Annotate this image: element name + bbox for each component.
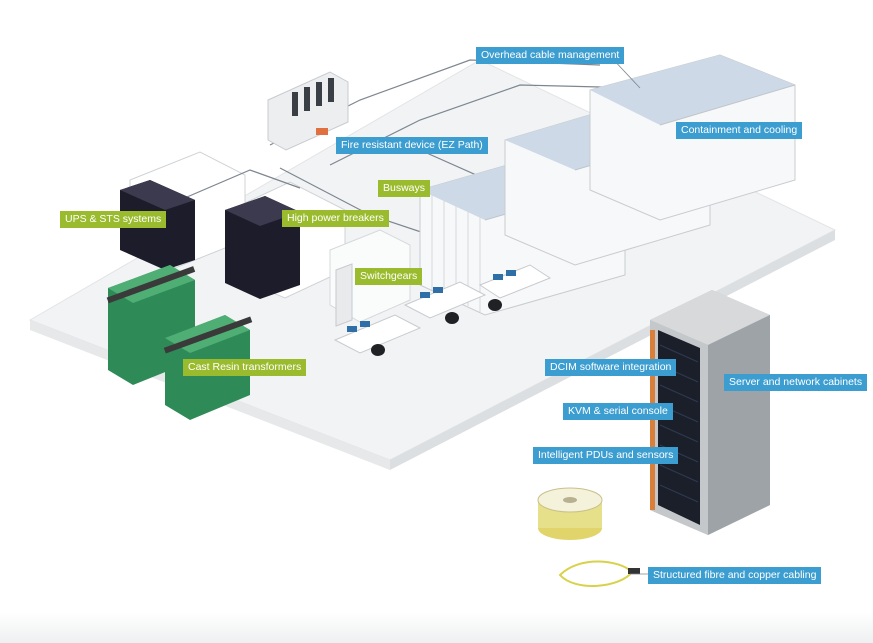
label-fire-resistant: Fire resistant device (EZ Path) [336, 137, 488, 154]
footer-band [0, 612, 873, 643]
office-chairs [371, 299, 502, 356]
label-overhead-cable: Overhead cable management [476, 47, 625, 64]
label-containment: Containment and cooling [676, 122, 803, 139]
label-high-power: High power breakers [282, 210, 389, 227]
floor-front-edge-right [390, 230, 835, 470]
label-ups-sts: UPS & STS systems [60, 211, 167, 228]
switchgear-panel [335, 263, 353, 327]
monitors [347, 270, 516, 332]
patch-cable [558, 560, 640, 587]
label-server-cabinets: Server and network cabinets [724, 374, 868, 391]
label-kvm: KVM & serial console [563, 403, 673, 420]
cast-resin-transformers [106, 265, 253, 420]
electrical-panels [267, 71, 349, 151]
cable-reel [537, 487, 603, 540]
label-dcim: DCIM software integration [545, 359, 677, 376]
label-cabling: Structured fibre and copper cabling [648, 567, 822, 584]
breaker-cabinets [225, 196, 300, 299]
label-pdus: Intelligent PDUs and sensors [533, 447, 679, 464]
label-switchgears: Switchgears [355, 268, 423, 285]
label-cast-resin: Cast Resin transformers [183, 359, 307, 376]
label-busways: Busways [378, 180, 431, 197]
